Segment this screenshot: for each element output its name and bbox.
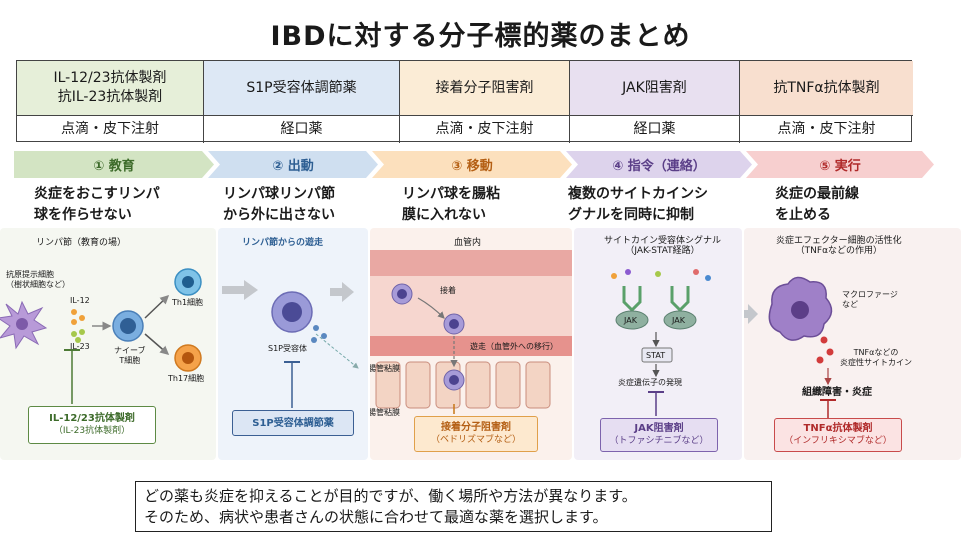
apc-label: 抗原提示細胞 （樹状細胞など） (6, 270, 70, 289)
panel-title: リンパ節（教育の場） (36, 238, 127, 248)
stage-chevron: ① 教育 (14, 151, 214, 178)
drug-box: JAK阻害剤 （トファシチニブなど） (600, 418, 718, 452)
drug-class-name: S1P受容体調節薬 (204, 61, 400, 115)
gene-expression-label: 炎症遺伝子の発現 (618, 378, 682, 387)
panel-title: 血管内 (454, 238, 482, 248)
naive-t-label: ナイーブ T細胞 (114, 346, 146, 365)
page-title: IBDに対する分子標的薬のまとめ (270, 21, 691, 52)
mucosa-label: 腸管粘膜 (370, 364, 400, 373)
stage-description: 複数のサイトカインシ グナルを同時に抑制 (568, 186, 708, 223)
leukocyte-icon (391, 283, 413, 305)
stage-description: リンパ球リンパ節 から外に出さない (223, 186, 335, 223)
leukocyte-icon (443, 313, 465, 335)
drug-class-route: 経口薬 (570, 115, 740, 143)
damage-label: 組織障害・炎症 (802, 387, 872, 398)
signaling-illustration (611, 269, 711, 416)
drug-class-route: 点滴・皮下注射 (400, 115, 570, 143)
stage-chevron: ② 出動 (208, 151, 378, 178)
adhesion-label: 接着 (440, 286, 456, 295)
drug-class-name: IL-12/23抗体製剤 抗IL-23抗体製剤 (17, 61, 204, 115)
panel-title: リンパ節からの遊走 (242, 238, 324, 248)
drug-label: TNFα抗体製剤 (803, 423, 873, 434)
receptor-icon (622, 286, 690, 313)
drug-class-name: 抗TNFα抗体製剤 (740, 61, 913, 115)
stage-bar: ① 教育 ② 出動 ③ 移動 ④ 指令（連絡） ⑤ 実行 (14, 151, 934, 178)
naive-t-cell-icon (112, 310, 144, 342)
education-illustration (0, 268, 202, 404)
panel-title: 炎症エフェクター細胞の活性化 （TNFαなどの作用） (776, 236, 902, 256)
lymphocyte-icon (271, 291, 313, 333)
il12-label: IL-12 (70, 296, 90, 305)
drug-box: 接着分子阻害剤 （ベドリズマブなど） (414, 416, 538, 452)
panel-egress: リンパ節からの遊走 S1P受容体 S1P受容体調節薬 (218, 228, 368, 460)
th17-label: Th17細胞 (168, 374, 205, 383)
drug-class-route: 点滴・皮下注射 (740, 115, 913, 143)
migration-illustration (370, 250, 572, 414)
cytokine-dots-icon (71, 309, 85, 343)
tnf-label: TNFαなどの 炎症性サイトカイン (840, 348, 912, 367)
stat-label: STAT (646, 351, 666, 360)
stage-chevron: ⑤ 実行 (746, 151, 934, 178)
drug-sub-label: （トファシチニブなど） (609, 436, 709, 446)
jak-icon (615, 310, 697, 330)
jak-label: JAK (624, 316, 637, 325)
panel-signaling: サイトカイン受容体シグナル （JAK-STAT経路） JAK JAK STAT … (574, 228, 742, 460)
drug-sub-label: （IL-23抗体製剤） (53, 426, 131, 436)
th1-label: Th1細胞 (172, 298, 204, 307)
drug-box: IL-12/23抗体製剤 （IL-23抗体製剤） (28, 406, 156, 444)
drug-class-table: IL-12/23抗体製剤 抗IL-23抗体製剤 S1P受容体調節薬 接着分子阻害… (16, 60, 913, 143)
panel-title: サイトカイン受容体シグナル （JAK-STAT経路） (604, 236, 722, 256)
th1-cell-icon (174, 268, 202, 296)
drug-sub-label: （ベドリズマブなど） (430, 435, 521, 445)
dendritic-cell-icon (0, 300, 48, 350)
mucosa-label: 腸管粘膜 (370, 408, 400, 417)
drug-label: JAK阻害剤 (634, 423, 684, 434)
macrophage-icon (768, 276, 833, 341)
il23-label: IL-23 (70, 342, 90, 351)
drug-box: TNFα抗体製剤 （インフリキシマブなど） (774, 418, 902, 452)
stat-icon (641, 347, 673, 363)
drug-label: IL-12/23抗体製剤 (49, 413, 135, 424)
panel-migration: 血管内 接着 遊走（血管外への移行） 腸管粘膜 腸管粘膜 接着分子阻害剤 （ベド… (370, 228, 572, 460)
effector-illustration (744, 276, 836, 418)
drug-class-name: JAK阻害剤 (570, 61, 740, 115)
stage-chevron: ④ 指令（連絡） (566, 151, 752, 178)
panel-effector: 炎症エフェクター細胞の活性化 （TNFαなどの作用） マクロファージ など TN… (744, 228, 961, 460)
drug-label: 接着分子阻害剤 (441, 422, 511, 433)
stage-description: 炎症をおこすリンパ 球を作らせない (34, 186, 160, 223)
drug-class-route: 点滴・皮下注射 (17, 115, 204, 143)
drug-sub-label: （インフリキシマブなど） (784, 436, 892, 446)
summary-note: どの薬も炎症を抑えることが目的ですが、働く場所や方法が異なります。 そのため、病… (135, 481, 772, 532)
panel-education: リンパ節（教育の場） 抗原提示細胞 （樹状細胞など） IL-12 IL-23 ナ… (0, 228, 216, 460)
th17-cell-icon (174, 344, 202, 372)
migration-label: 遊走（血管外への移行） (470, 342, 558, 351)
egress-illustration (222, 280, 359, 408)
macrophage-label: マクロファージ など (842, 290, 898, 309)
intestinal-villi-icon (375, 361, 551, 409)
leukocyte-icon (443, 369, 465, 391)
drug-box: S1P受容体調節薬 (232, 410, 354, 436)
jak-label: JAK (672, 316, 685, 325)
drug-class-route: 経口薬 (204, 115, 400, 143)
stage-description: リンパ球を腸粘 膜に入れない (402, 186, 500, 223)
drug-label: S1P受容体調節薬 (252, 417, 334, 429)
stage-chevron: ③ 移動 (372, 151, 572, 178)
drug-class-name: 接着分子阻害剤 (400, 61, 570, 115)
stage-description: 炎症の最前線 を止める (775, 186, 859, 223)
s1p-receptor-label: S1P受容体 (268, 344, 307, 353)
